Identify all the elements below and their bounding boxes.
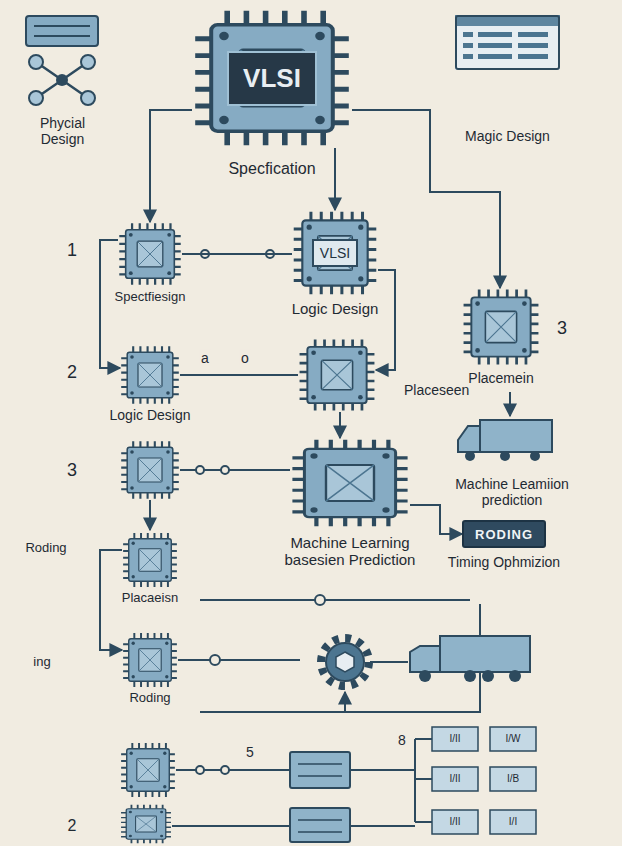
chip-node: Logic Design: [120, 345, 180, 405]
table-cell-text: I/W: [506, 733, 521, 745]
process-box: RODINGTiming Ophmizion: [462, 520, 546, 548]
node-caption: Timing Ophmizion: [424, 554, 584, 570]
connector: [410, 505, 462, 534]
icon-node: Phycial Design: [20, 12, 105, 107]
window-icon: [455, 15, 560, 70]
note-label: Roding: [23, 541, 68, 556]
chip-outline: [122, 532, 178, 588]
chip-outline: [290, 438, 410, 528]
connector: [182, 253, 292, 255]
connector: [339, 412, 341, 438]
table-cell-text: I/II: [449, 816, 460, 828]
truck-icon: [458, 420, 552, 461]
connector: [100, 550, 122, 650]
gear-icon: [321, 638, 369, 686]
module-box: [290, 752, 350, 842]
table-cell: [432, 727, 536, 834]
chip-outline: [462, 288, 540, 366]
callout-number: 1: [65, 240, 79, 261]
callout-number: 3: [65, 460, 79, 481]
node-caption: Logic Design: [270, 300, 400, 317]
chip-label: RODING: [475, 527, 533, 542]
chip-outline: [298, 338, 376, 412]
connector: [334, 148, 336, 210]
node-caption: Placaeisn: [95, 591, 205, 606]
note-label: a: [199, 350, 211, 366]
table-cell-text: I/II: [449, 773, 460, 785]
chip-label: VLSI: [312, 239, 358, 267]
connector: [376, 270, 395, 370]
decor-wires: [150, 392, 510, 826]
table-cell-text: I/I: [509, 816, 517, 828]
node-caption: Roding: [95, 691, 205, 706]
note-label: o: [239, 350, 251, 366]
unlabeled-chips: [121, 441, 179, 843]
table-cell-text: I/B: [507, 773, 519, 785]
chip-outline: [122, 632, 178, 688]
chip-outline: [120, 345, 180, 405]
callout-number: 5: [244, 744, 256, 760]
node-caption: Phycial Design: [27, 115, 99, 147]
chip-node: Spectfiesign: [118, 222, 182, 286]
physical-design-icon: [26, 16, 98, 105]
note-label: Machine Leamiion prediction: [448, 476, 577, 508]
chip-label: VLSI: [227, 51, 317, 106]
chip-node: Placeseen: [298, 338, 376, 412]
callout-number: 8: [396, 732, 408, 748]
connector: [180, 374, 298, 376]
connector: [150, 110, 192, 222]
chip-node: VLSISpecfication: [192, 8, 352, 148]
node-caption: Spectfiesign: [90, 290, 210, 305]
node-caption: Machine Learning basesien Prediction: [260, 534, 440, 569]
truck-icon: [410, 636, 530, 682]
callout-number: 3: [555, 318, 569, 339]
table-cell-text: I/II: [449, 733, 460, 745]
node-caption: Logic Design: [90, 407, 210, 423]
chip-node: Placaeisn: [122, 532, 178, 588]
chip-node: Placemein: [462, 288, 540, 366]
callout-number: 2: [65, 362, 79, 383]
window-node: Magic Design: [455, 15, 560, 70]
callout-number: 2: [66, 817, 79, 835]
node-caption: Magic Design: [443, 128, 573, 144]
node-caption: Specfication: [192, 160, 352, 178]
chip-node: VLSILogic Design: [292, 210, 378, 296]
node-caption: Placeseen: [404, 382, 469, 398]
note-label: ing: [31, 655, 52, 670]
chip-node: Roding: [122, 632, 178, 688]
chip-node: Machine Learning basesien Prediction: [290, 438, 410, 528]
chip-outline: [118, 222, 182, 286]
